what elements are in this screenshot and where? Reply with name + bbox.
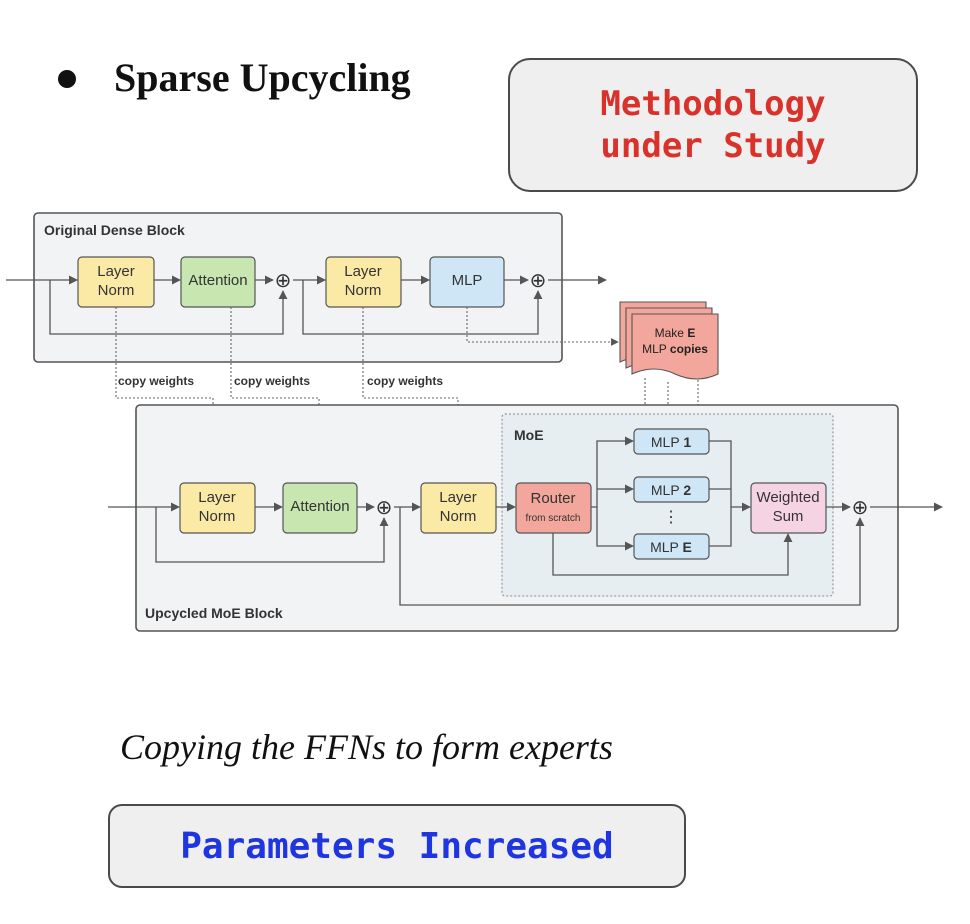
bullet-point <box>58 70 76 88</box>
svg-text:Layer: Layer <box>97 263 135 280</box>
expert-mlp-2: MLP 2 <box>633 476 710 503</box>
svg-text:MLP copies: MLP copies <box>642 342 708 356</box>
slide-heading: Sparse Upcycling <box>114 55 411 100</box>
dense-block <box>33 212 563 363</box>
svg-text:Attention: Attention <box>290 498 349 515</box>
svg-text:Router: Router <box>530 490 575 507</box>
moe-region-title: MoE <box>514 427 544 443</box>
svg-text:MLP: MLP <box>452 272 483 289</box>
expert-mlp-e: MLP E <box>633 533 710 560</box>
copy-weights-label-3: copy weights <box>367 374 443 388</box>
methodology-line-2: under Study <box>600 126 826 166</box>
svg-text:MLP E: MLP E <box>650 539 692 555</box>
moe-add-1: ⊕ <box>376 497 393 519</box>
svg-text:Weighted: Weighted <box>756 489 819 506</box>
moe-attention: Attention <box>282 482 358 534</box>
moe-block-title: Upcycled MoE Block <box>145 605 283 621</box>
svg-text:Layer: Layer <box>344 263 382 280</box>
copy-weights-label-1: copy weights <box>118 374 194 388</box>
weighted-sum-box: Weighted Sum <box>750 482 827 534</box>
svg-text:Attention: Attention <box>188 272 247 289</box>
svg-text:from scratch: from scratch <box>525 513 580 524</box>
dense-attention: Attention <box>180 256 256 308</box>
copy-weights-label-2: copy weights <box>234 374 310 388</box>
router-box: Router from scratch <box>515 482 592 534</box>
expert-mlp-1: MLP 1 <box>633 428 710 455</box>
expert-ellipsis: ⋮ <box>663 509 679 526</box>
svg-text:Norm: Norm <box>199 508 236 525</box>
svg-text:Sum: Sum <box>773 508 804 525</box>
figure-caption: Copying the FFNs to form experts <box>120 727 613 767</box>
parameters-callout: Parameters Increased <box>108 804 686 888</box>
svg-text:Norm: Norm <box>345 282 382 299</box>
upcycling-diagram: Original Dense Block Layer Norm Attentio… <box>6 212 943 632</box>
svg-text:Layer: Layer <box>439 489 477 506</box>
moe-region <box>501 413 834 597</box>
dense-block-title: Original Dense Block <box>44 222 185 238</box>
methodology-line-1: Methodology <box>600 84 826 124</box>
moe-layer-norm-1: Layer Norm <box>179 482 256 534</box>
dense-layer-norm-2: Layer Norm <box>325 256 402 308</box>
methodology-callout: Methodology under Study <box>508 58 918 192</box>
svg-text:MLP 2: MLP 2 <box>651 482 691 498</box>
dense-mlp: MLP <box>429 256 505 308</box>
dense-layer-norm-1: Layer Norm <box>77 256 155 308</box>
svg-text:Make E: Make E <box>655 326 696 340</box>
dense-add-2: ⊕ <box>530 270 547 292</box>
moe-layer-norm-2: Layer Norm <box>420 482 497 534</box>
svg-text:Norm: Norm <box>440 508 477 525</box>
svg-text:Norm: Norm <box>98 282 135 299</box>
dense-add-1: ⊕ <box>275 270 292 292</box>
svg-text:Layer: Layer <box>198 489 236 506</box>
moe-add-2: ⊕ <box>852 497 869 519</box>
make-copies-stack: Make E MLP copies <box>619 301 719 380</box>
svg-text:MLP 1: MLP 1 <box>651 434 691 450</box>
